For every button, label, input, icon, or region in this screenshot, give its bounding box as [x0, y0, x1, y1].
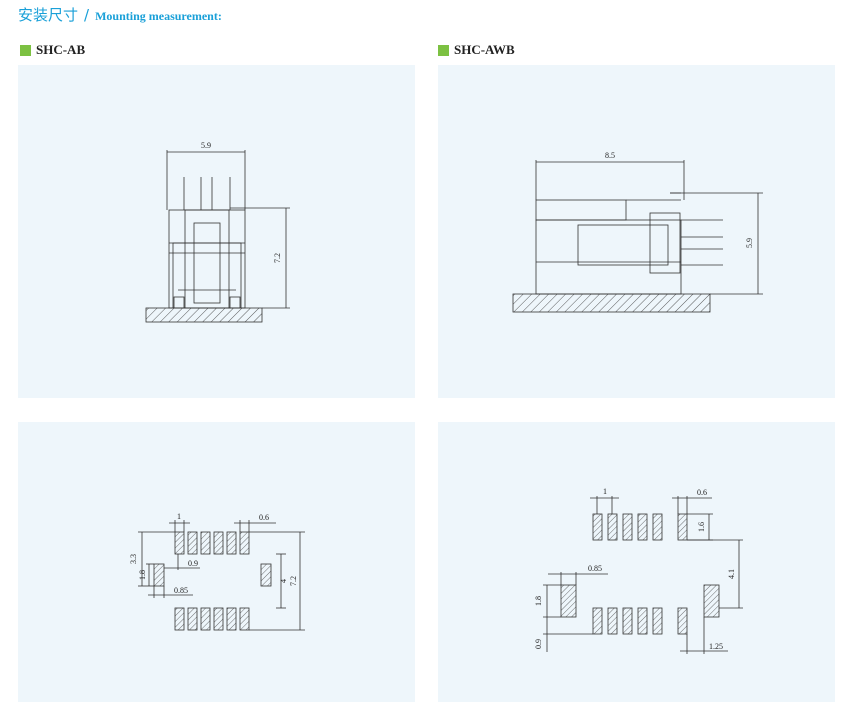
- panel-ab-side: 5.9 7.2: [18, 65, 415, 398]
- dim-ab-peg-height: 1.8: [138, 570, 147, 580]
- header-en: Mounting measurement:: [95, 9, 222, 23]
- panel-awb-side: 8.5 5.9: [438, 65, 835, 398]
- dim-awb-pad-height: 1.6: [697, 522, 706, 532]
- ab-footprint-drawing: [138, 520, 305, 631]
- dim-ab-pad-width: 0.6: [259, 513, 269, 522]
- dim-awb-height: 5.9: [745, 238, 754, 248]
- header-cn: 安装尺寸: [18, 6, 79, 24]
- awb-footprint-drawing: [543, 496, 743, 654]
- model-label-ab: SHC-AB: [20, 42, 85, 58]
- panel-awb-footprint: 1 0.6 1.6 4.1 0.85 1.8 0.9 1.25: [438, 422, 835, 702]
- dim-awb-peg-width: 0.85: [588, 564, 602, 573]
- dim-ab-outer: 7.2: [289, 576, 298, 586]
- dim-awb-width: 8.5: [605, 151, 615, 160]
- model-name-ab: SHC-AB: [36, 42, 86, 57]
- dim-ab-span: 3.3: [129, 554, 138, 564]
- panel-ab-footprint: 1 0.6 3.3 1.8 0.9 0.85 4 7.2: [18, 422, 415, 702]
- dim-ab-width: 5.9: [201, 141, 211, 150]
- model-label-awb: SHC-AWB: [438, 42, 515, 58]
- dim-ab-pitch: 1: [177, 512, 181, 521]
- dim-awb-pad-width: 0.6: [697, 488, 707, 497]
- dim-ab-peg-width: 0.85: [174, 586, 188, 595]
- model-name-awb: SHC-AWB: [454, 42, 515, 57]
- dim-ab-gap: 0.9: [188, 559, 198, 568]
- ab-side-drawing: [145, 150, 290, 323]
- awb-side-drawing: [512, 160, 763, 313]
- dim-awb-peg-height: 1.8: [534, 596, 543, 606]
- page-header: 安装尺寸 / Mounting measurement:: [18, 4, 222, 25]
- dim-awb-offset: 1.25: [709, 642, 723, 651]
- dim-awb-gap: 0.9: [534, 639, 543, 649]
- green-square-icon: [20, 44, 31, 56]
- dim-awb-span: 4.1: [727, 569, 736, 579]
- dim-awb-pitch: 1: [603, 487, 607, 496]
- dim-ab-height: 7.2: [273, 253, 282, 263]
- dim-ab-inner: 4: [279, 579, 288, 583]
- header-separator: /: [84, 6, 90, 24]
- green-square-icon: [438, 44, 449, 56]
